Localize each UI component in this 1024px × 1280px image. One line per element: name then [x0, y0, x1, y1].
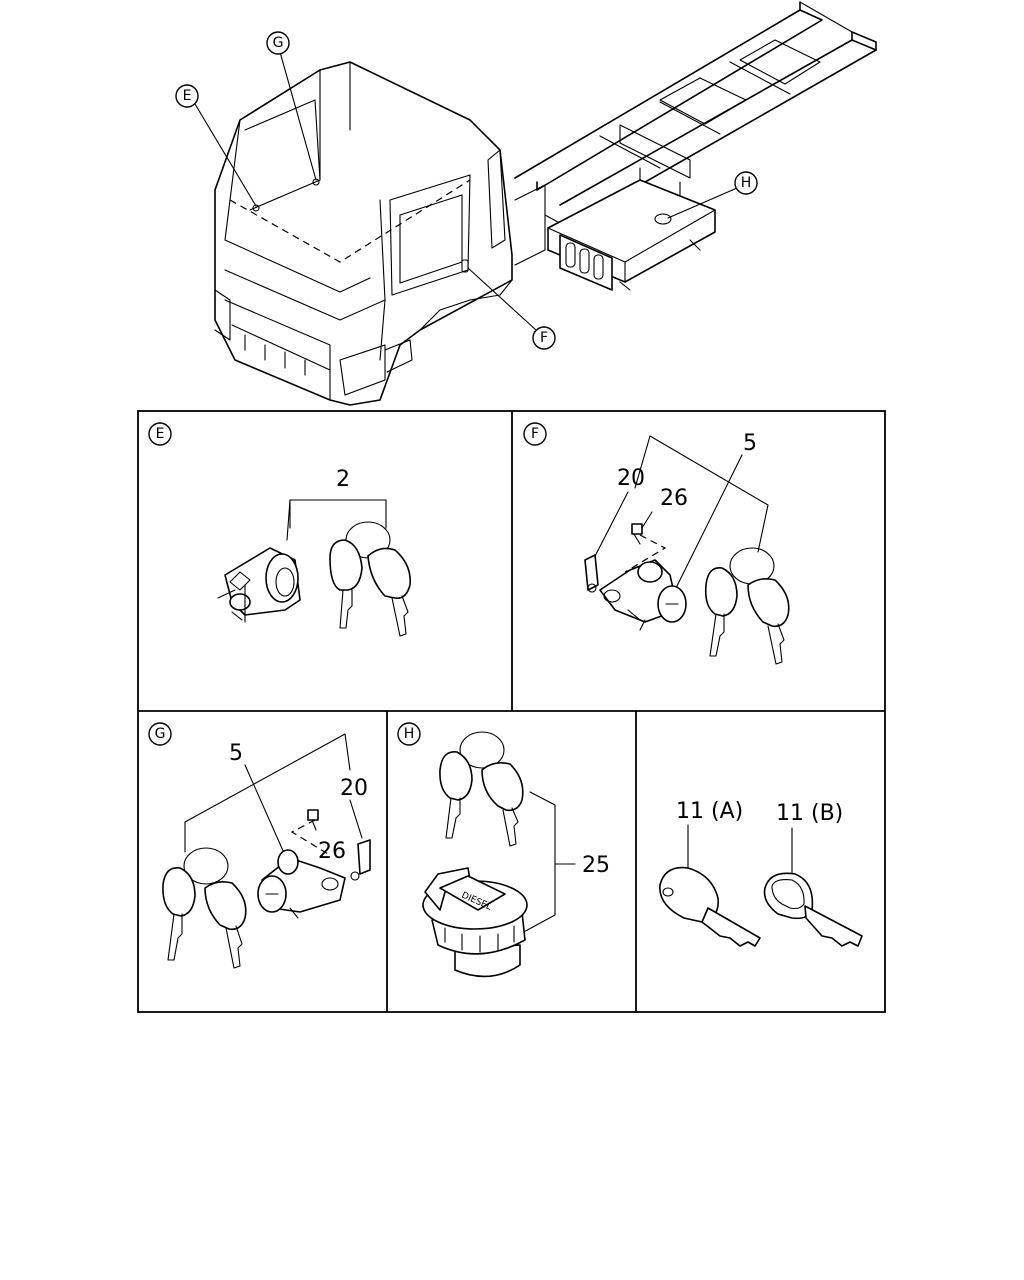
- truck-cab: [214, 61, 513, 406]
- panel-e-label: E: [148, 422, 172, 446]
- bracket-2: [289, 499, 387, 529]
- bracket-5-g: [184, 733, 351, 853]
- svg-text:G: G: [155, 726, 166, 742]
- part-number-26-f: 26: [660, 486, 688, 511]
- part-number-20-g: 20: [340, 776, 368, 801]
- panel-f-label: F: [523, 422, 547, 446]
- part-number-26-g: 26: [318, 839, 346, 864]
- part-number-5-g: 5: [229, 741, 243, 766]
- svg-text:G: G: [273, 35, 284, 51]
- callout-f: F: [532, 326, 556, 350]
- key-set-f: [704, 547, 790, 665]
- panel-grid: [137, 410, 886, 1013]
- key-11b: [763, 872, 863, 947]
- svg-text:F: F: [531, 426, 539, 442]
- part-number-5-f: 5: [743, 431, 757, 456]
- panel-e: E 2: [148, 422, 412, 637]
- panel-f: F 5 20 26: [523, 422, 790, 665]
- part-number-11a: 11 (A): [676, 799, 743, 824]
- svg-text:E: E: [183, 88, 192, 104]
- panel-keys: 11 (A) 11 (B): [659, 799, 863, 947]
- screw-26-f: [631, 523, 643, 545]
- retainer-clip-20-g: [350, 839, 371, 881]
- truck-overview: E G F H: [175, 1, 877, 406]
- leader-f: [467, 267, 537, 331]
- callout-h: H: [734, 171, 758, 195]
- svg-text:H: H: [404, 726, 415, 742]
- key-set-h: [439, 731, 524, 847]
- svg-text:E: E: [156, 426, 165, 442]
- retainer-clip-20-f: [584, 554, 599, 593]
- panel-h: H 25 DIESEL: [397, 722, 610, 978]
- callout-e: E: [175, 84, 199, 108]
- part-number-25: 25: [582, 853, 610, 878]
- panel-h-label: H: [397, 722, 421, 746]
- bracket-25: [519, 791, 556, 935]
- bracket-5-f: [649, 435, 769, 553]
- part-number-2: 2: [336, 467, 350, 492]
- svg-text:F: F: [540, 330, 548, 346]
- callout-g: G: [266, 31, 290, 55]
- leader-g: [279, 51, 317, 181]
- screw-26-g: [307, 809, 319, 831]
- door-lock-cylinder-g: [257, 849, 346, 919]
- battery-box: [547, 167, 716, 291]
- ignition-lock-cylinder: [217, 547, 301, 623]
- part-number-11b: 11 (B): [776, 801, 843, 826]
- fuel-cap-25: DIESEL: [422, 867, 528, 978]
- key-11a: [659, 866, 761, 947]
- leader-e: [194, 103, 257, 207]
- leader-h: [667, 187, 738, 219]
- door-lock-cylinder-f: [599, 559, 687, 631]
- key-set-e: [329, 521, 412, 637]
- key-set-g: [162, 847, 247, 969]
- svg-text:H: H: [741, 175, 752, 191]
- panel-g: G 5 20 26: [148, 722, 371, 969]
- panel-g-label: G: [148, 722, 172, 746]
